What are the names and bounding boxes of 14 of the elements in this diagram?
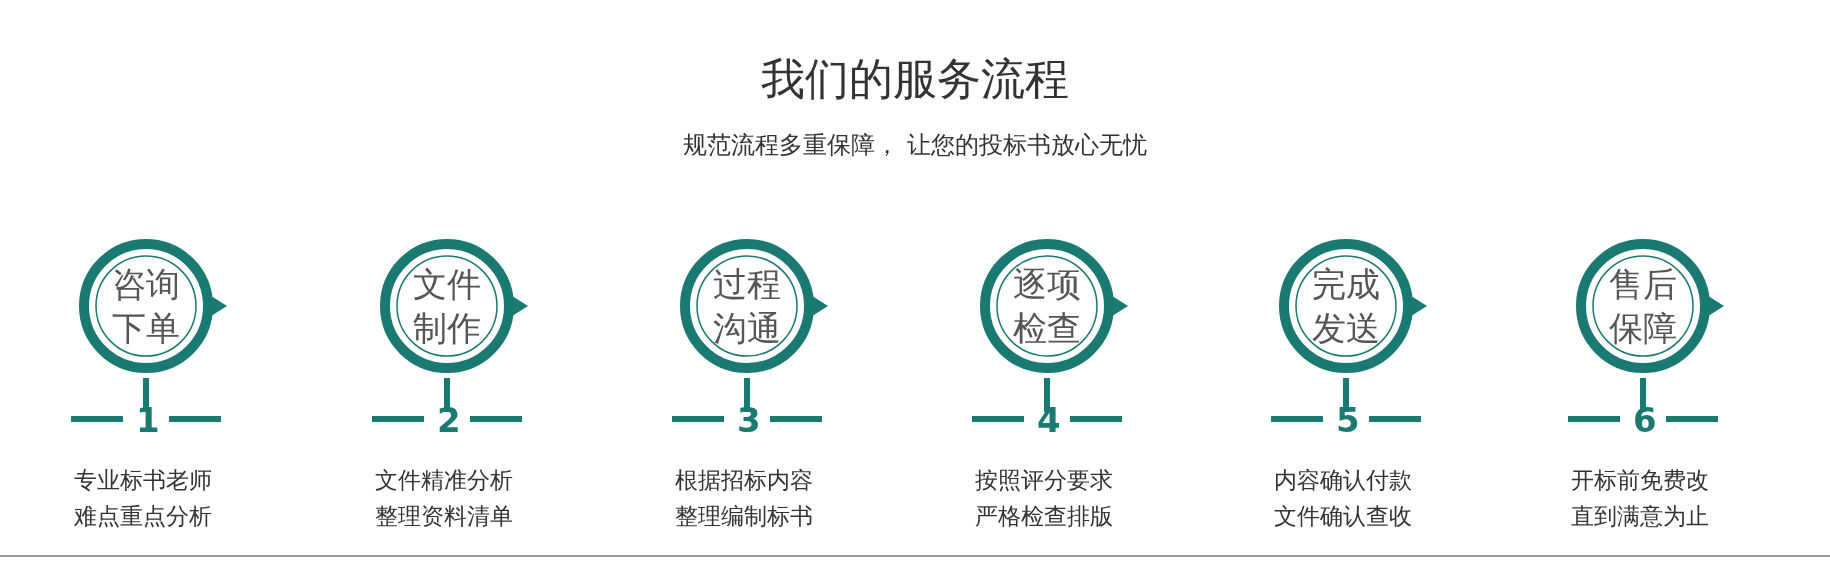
step-label: 逐项检查: [1012, 263, 1082, 350]
step-description: 按照评分要求严格检查排版: [975, 466, 1114, 531]
step-description: 开标前免费改直到满意为止: [1571, 466, 1710, 531]
step-description: 文件精准分析整理资料清单: [375, 466, 514, 531]
step-description: 根据招标内容整理编制标书: [675, 466, 814, 531]
step-label: 过程沟通: [712, 263, 782, 350]
step-label: 售后保障: [1608, 263, 1678, 350]
step-label: 文件制作: [412, 263, 482, 350]
subtitle: 规范流程多重保障， 让您的投标书放心无忧: [683, 130, 1147, 161]
step-label: 咨询下单: [111, 263, 181, 350]
step-description: 专业标书老师难点重点分析: [74, 466, 213, 531]
title: 我们的服务流程: [761, 52, 1069, 106]
step-label: 完成发送: [1311, 263, 1381, 350]
step-description: 内容确认付款文件确认查收: [1274, 466, 1413, 531]
